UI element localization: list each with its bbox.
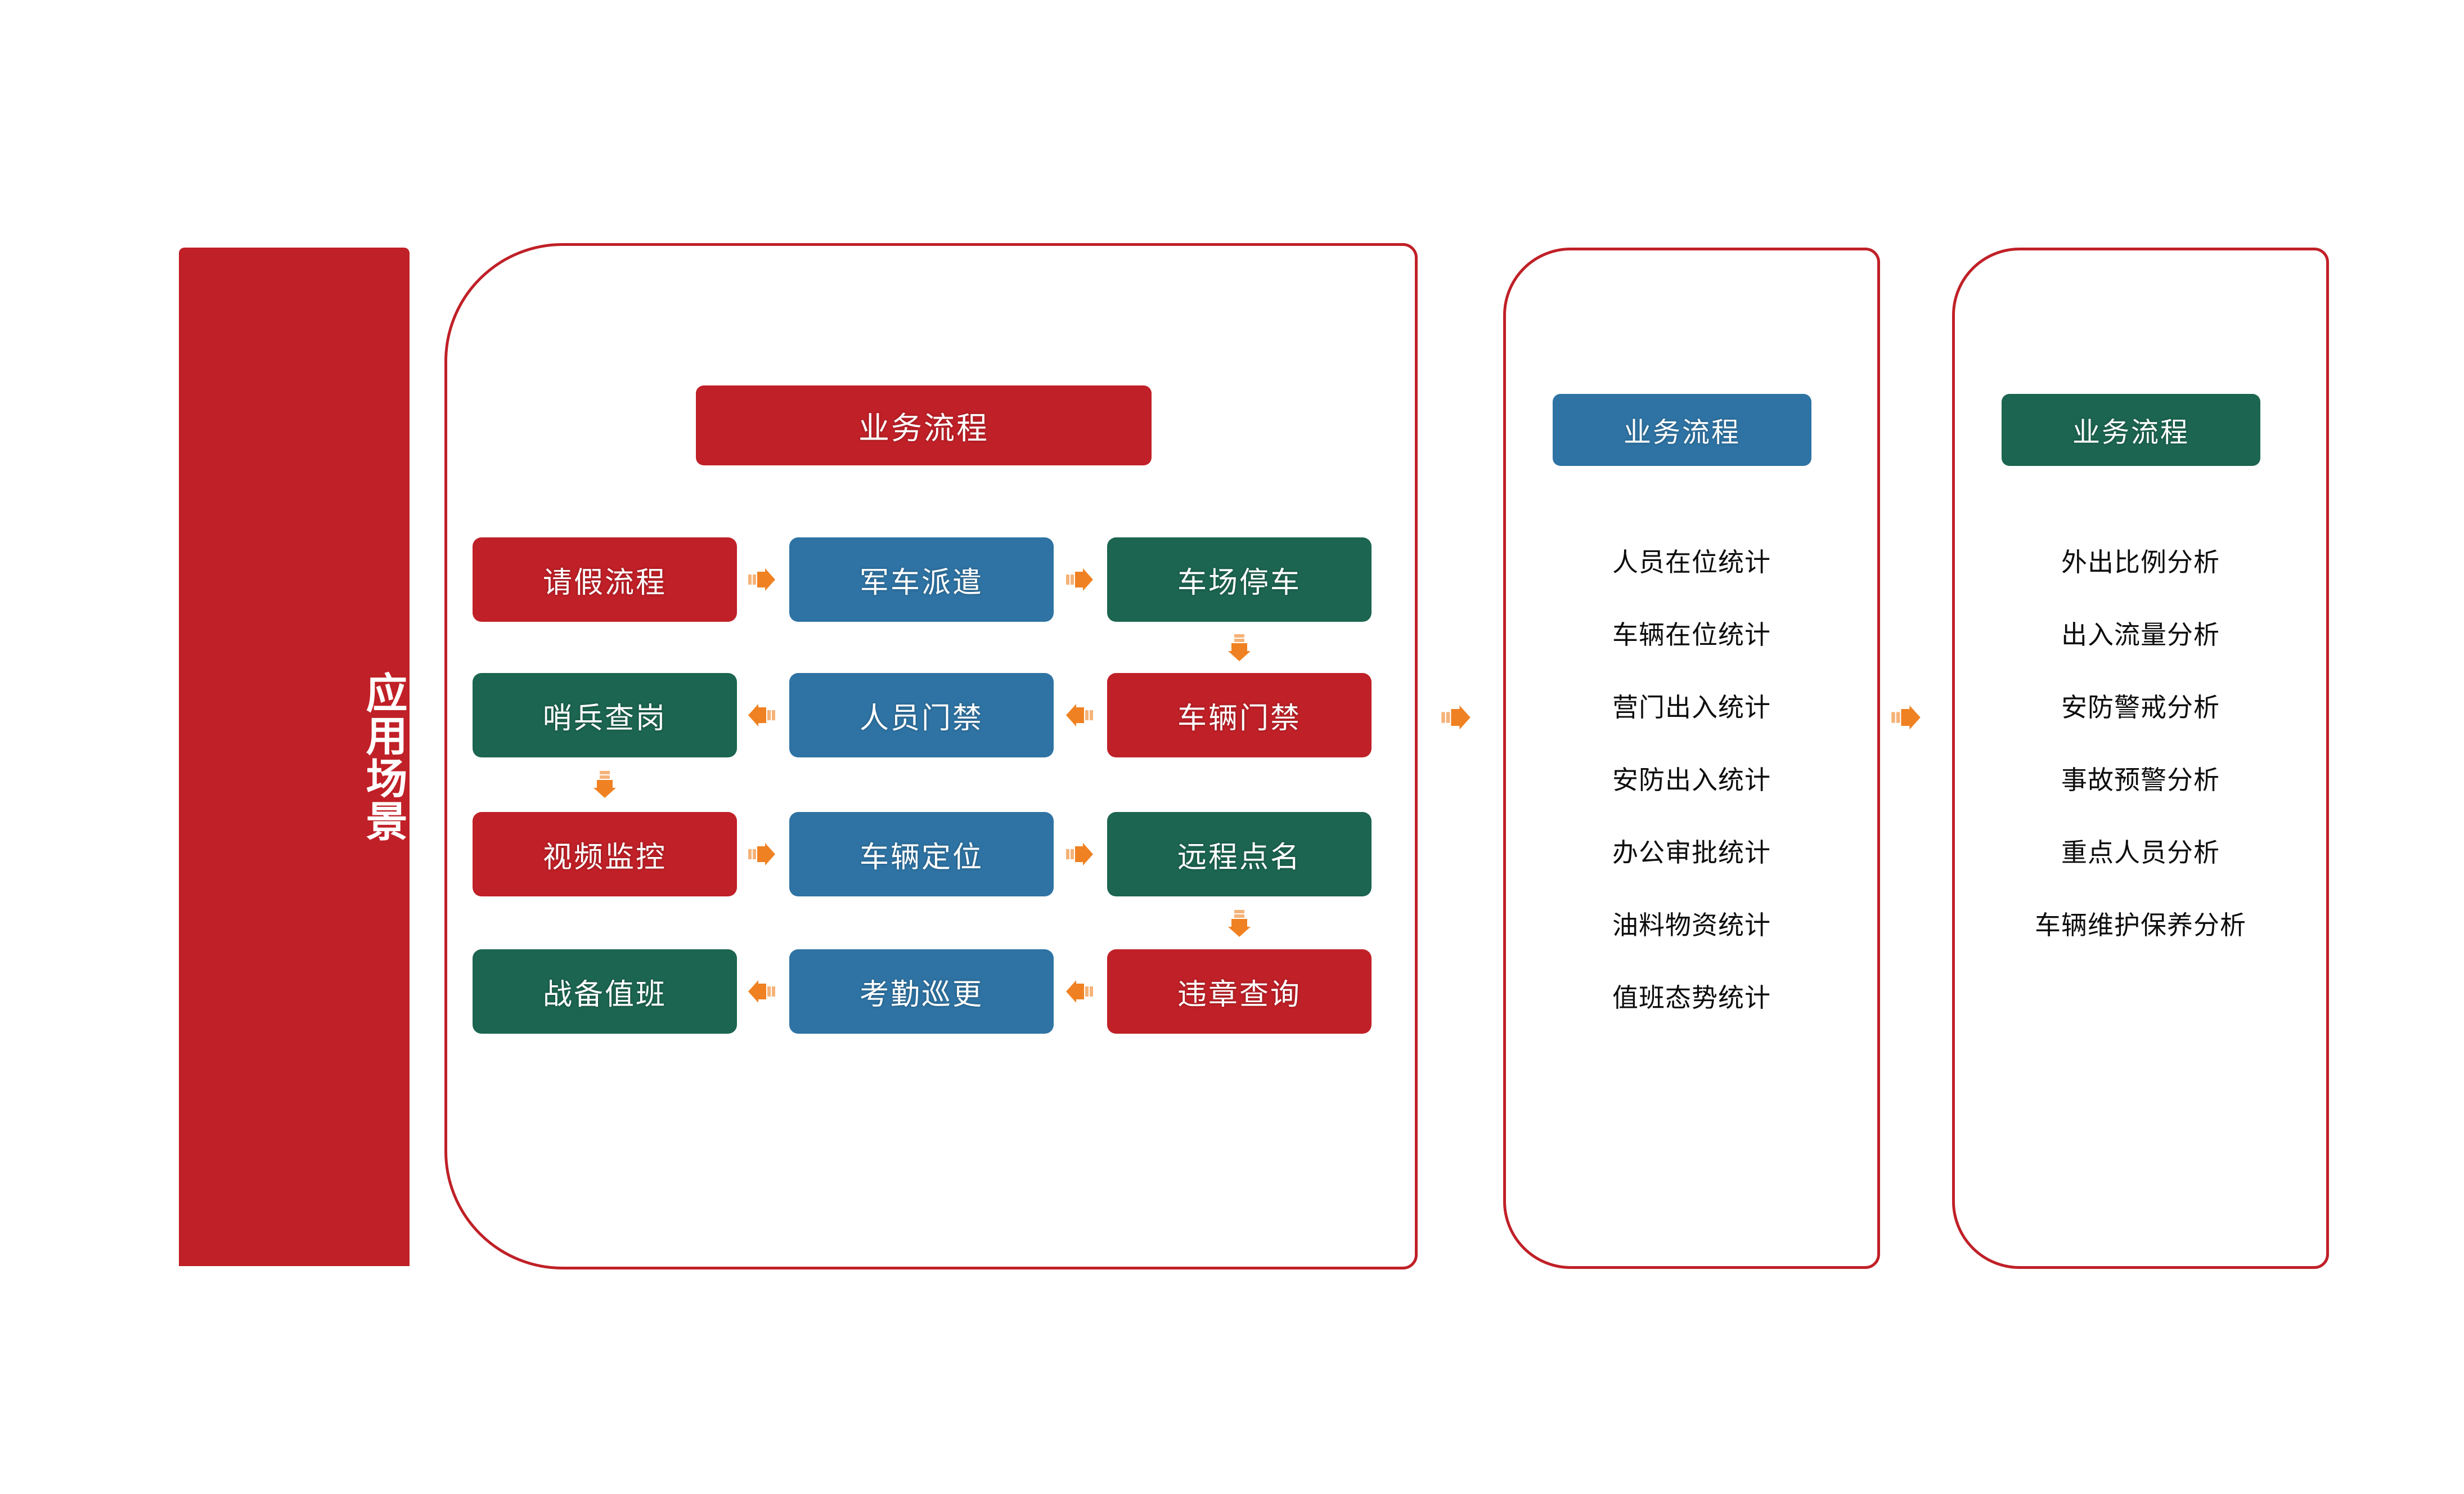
stats-column-title: 业务流程 <box>1553 394 1811 466</box>
flow-column-title: 业务流程 <box>696 385 1152 465</box>
business-flow-grid: 请假流程 军车派遣 车场停车 哨兵查岗 人员门禁 车辆门禁 视频监控 车辆定位 … <box>473 537 1384 1034</box>
list-item[interactable]: 重点人员分析 <box>2061 838 2220 867</box>
list-item[interactable]: 车辆维护保养分析 <box>2035 910 2246 940</box>
flow-node-weizhang-chaxun[interactable]: 违章查询 <box>1107 949 1372 1034</box>
arrow-right-icon <box>746 564 777 595</box>
flow-node-qingjia-liucheng[interactable]: 请假流程 <box>473 537 737 622</box>
application-scenario-panel: 应用场景 <box>179 248 410 1266</box>
list-item[interactable]: 出入流量分析 <box>2061 620 2220 649</box>
flow-node-shaobing-chagang[interactable]: 哨兵查岗 <box>473 673 737 757</box>
flow-node-junche-paiqian[interactable]: 军车派遣 <box>789 537 1054 622</box>
arrow-left-icon <box>746 976 777 1007</box>
flow-node-yuancheng-dianming[interactable]: 远程点名 <box>1107 812 1372 896</box>
arrow-right-icon <box>1064 838 1095 870</box>
arrow-down-icon <box>1224 632 1255 663</box>
arrow-right-icon <box>746 838 777 870</box>
flow-node-zhanbei-zhiban[interactable]: 战备值班 <box>473 949 737 1034</box>
list-item[interactable]: 值班态势统计 <box>1612 983 1771 1012</box>
flow-node-renyuan-menjin[interactable]: 人员门禁 <box>789 673 1054 757</box>
list-item[interactable]: 车辆在位统计 <box>1612 620 1771 649</box>
arrow-down-icon <box>1224 908 1255 939</box>
list-item[interactable]: 外出比例分析 <box>2061 548 2220 577</box>
flow-node-cheliang-dingwei[interactable]: 车辆定位 <box>789 812 1054 896</box>
arrow-right-icon <box>1889 701 1923 734</box>
analysis-list: 外出比例分析 出入流量分析 安防警戒分析 事故预警分析 重点人员分析 车辆维护保… <box>1952 526 2329 962</box>
list-item[interactable]: 油料物资统计 <box>1612 910 1771 940</box>
arrow-down-icon <box>589 769 621 800</box>
application-scenario-label: 应用场景 <box>360 671 407 842</box>
flow-node-cheliang-menjin[interactable]: 车辆门禁 <box>1107 673 1372 757</box>
list-item[interactable]: 营门出入统计 <box>1612 693 1771 722</box>
list-item[interactable]: 事故预警分析 <box>2061 765 2220 795</box>
arrow-left-icon <box>1064 699 1095 731</box>
analysis-column-title: 业务流程 <box>2002 394 2260 466</box>
statistics-list: 人员在位统计 车辆在位统计 营门出入统计 安防出入统计 办公审批统计 油料物资统… <box>1503 526 1880 1034</box>
list-item[interactable]: 安防警戒分析 <box>2061 693 2220 722</box>
list-item[interactable]: 人员在位统计 <box>1612 548 1771 577</box>
arrow-left-icon <box>1064 976 1095 1007</box>
arrow-right-icon <box>1064 564 1095 595</box>
flow-node-shipin-jiankong[interactable]: 视频监控 <box>473 812 737 896</box>
arrow-left-icon <box>746 699 777 731</box>
arrow-right-icon <box>1439 701 1473 734</box>
list-item[interactable]: 安防出入统计 <box>1612 765 1771 795</box>
flow-node-kaoqin-xungeng[interactable]: 考勤巡更 <box>789 949 1054 1034</box>
list-item[interactable]: 办公审批统计 <box>1612 838 1771 867</box>
flow-node-chechang-tingche[interactable]: 车场停车 <box>1107 537 1372 622</box>
